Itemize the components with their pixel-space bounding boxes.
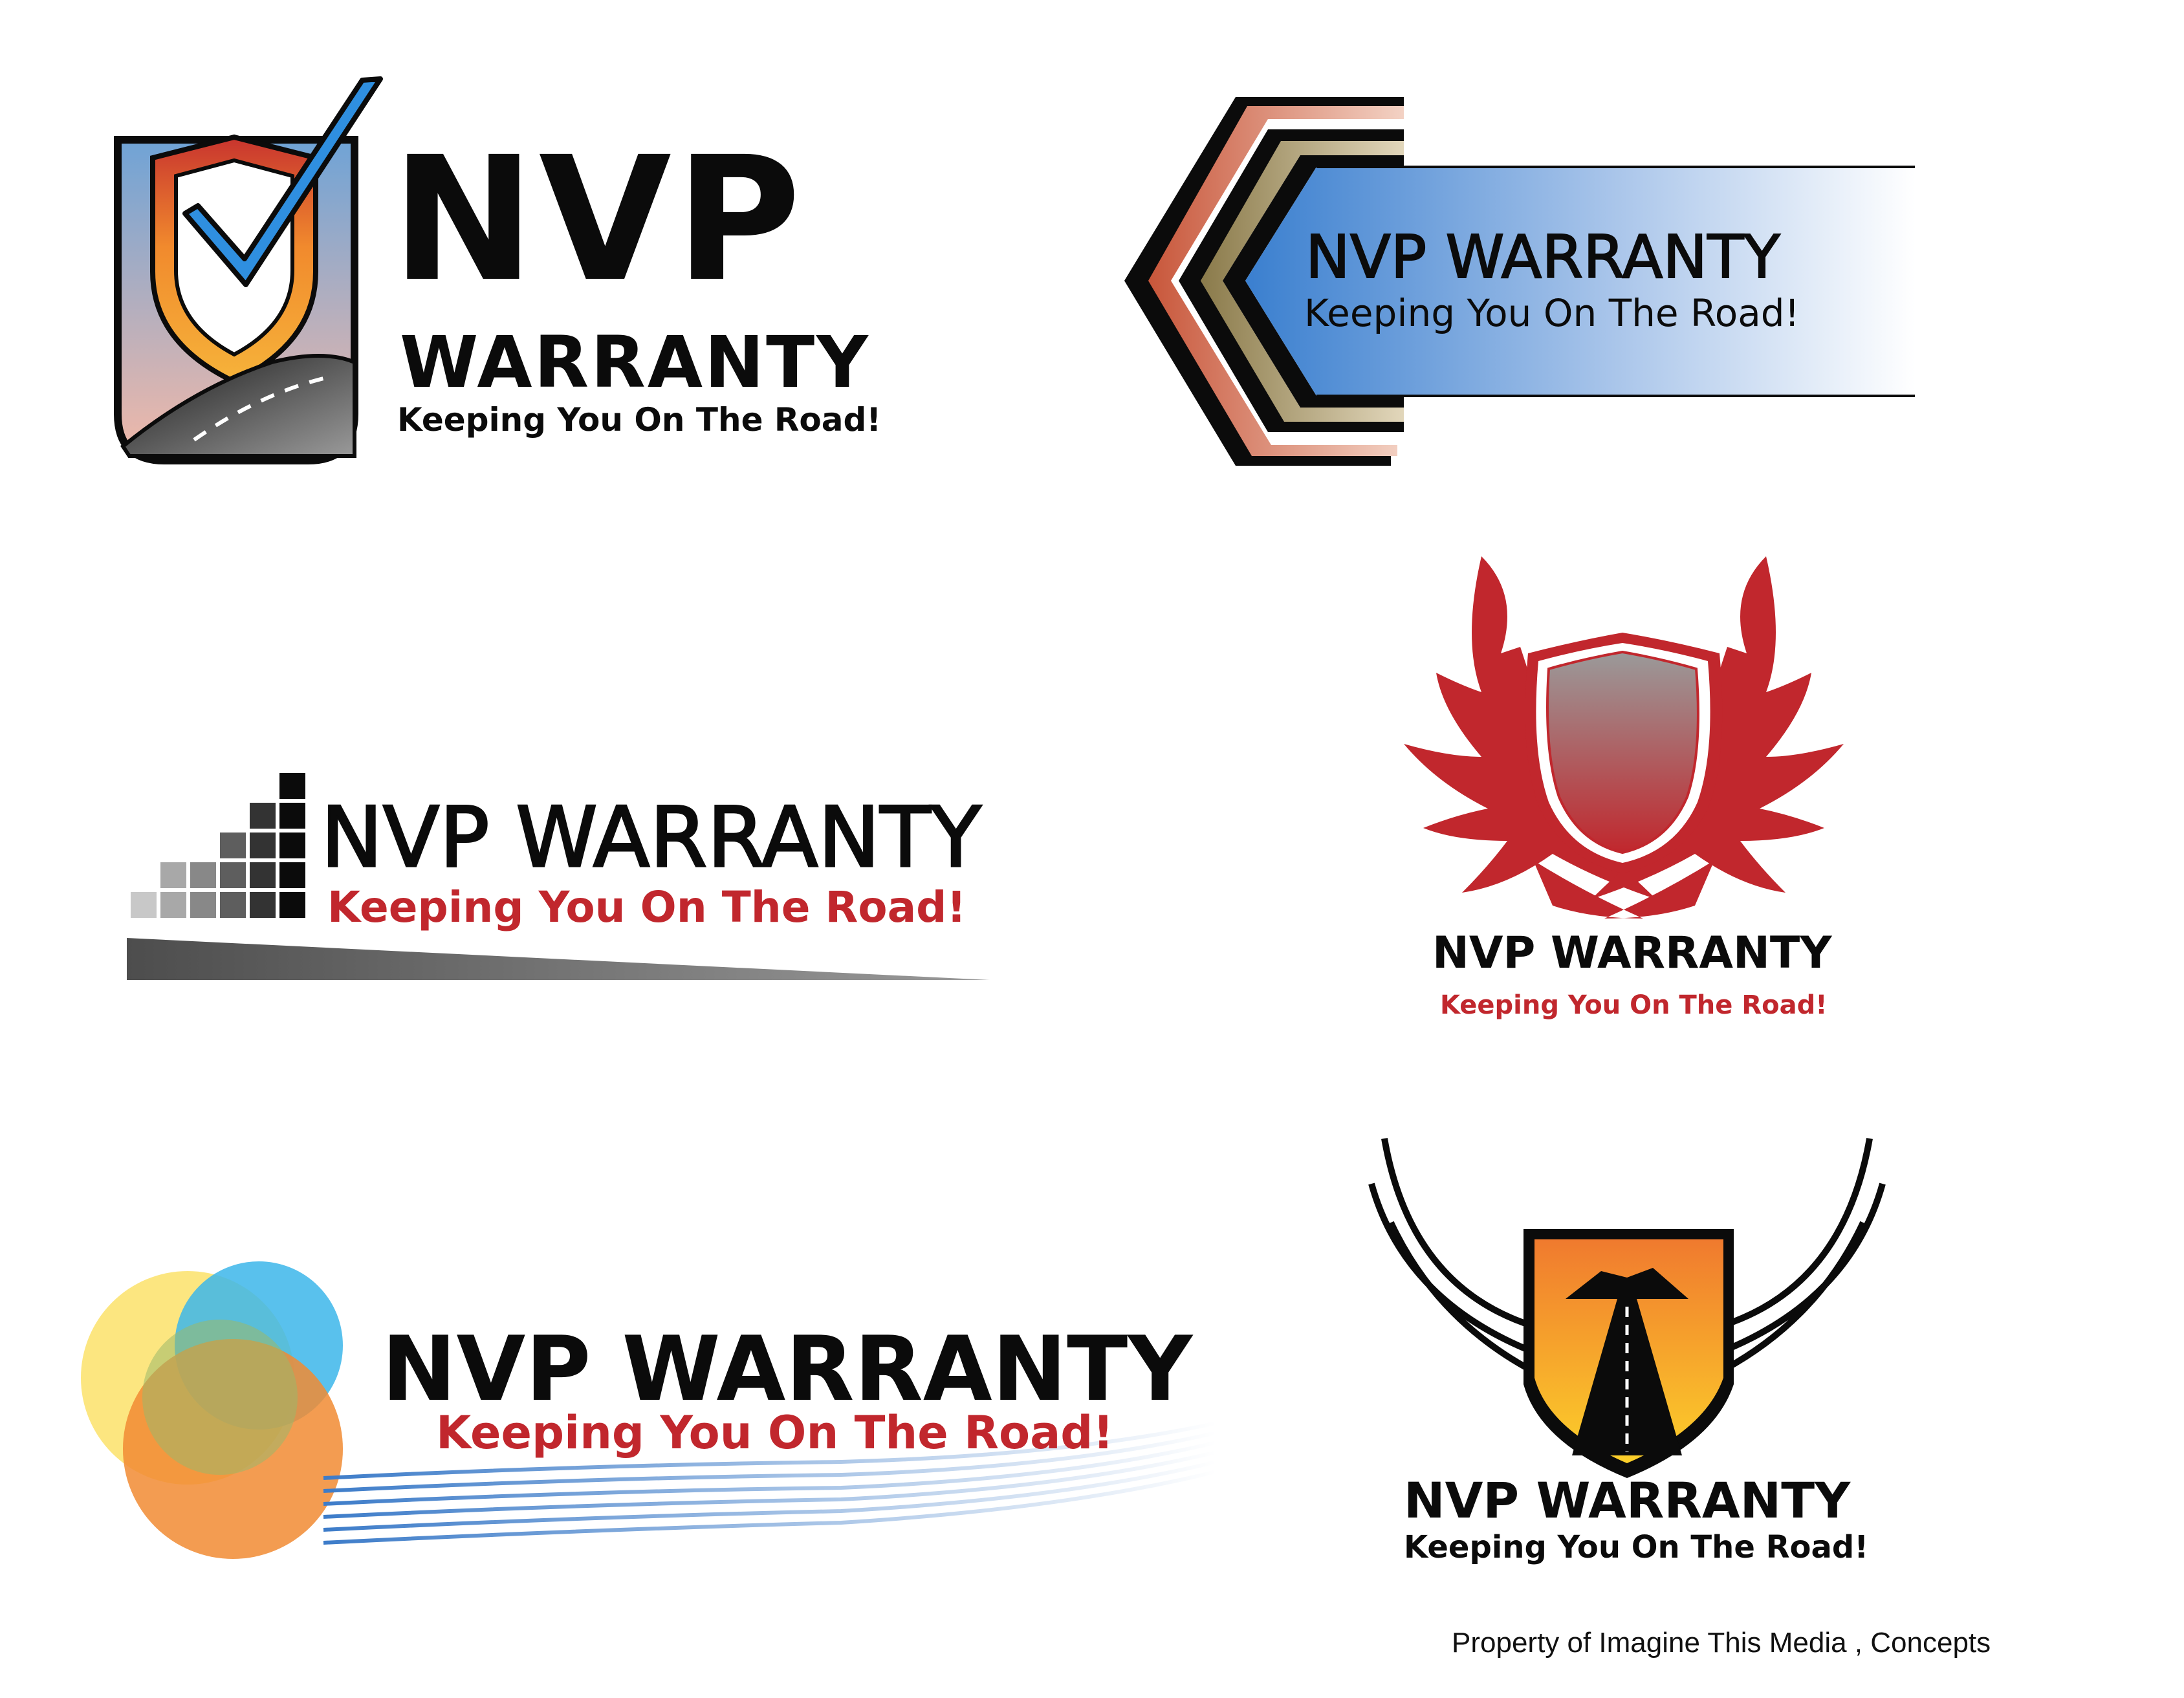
logo1-brand: NVP bbox=[391, 120, 805, 320]
grid-block bbox=[220, 892, 246, 918]
logo2-tagline: Keeping You On The Road! bbox=[1304, 291, 1800, 335]
road-icon-2 bbox=[1572, 1299, 1682, 1455]
logo2-brand: NVP WARRANTY bbox=[1305, 223, 1781, 292]
grid-block bbox=[279, 833, 305, 858]
logo4-brand: NVP WARRANTY bbox=[1432, 928, 1832, 979]
mountain-icon bbox=[1566, 1268, 1688, 1299]
grid-block bbox=[250, 803, 276, 829]
blocks-road-emblem bbox=[127, 773, 990, 980]
shield-check-emblem bbox=[114, 76, 383, 464]
grid-block bbox=[160, 892, 186, 918]
logo6-brand: NVP WARRANTY bbox=[1404, 1472, 1851, 1529]
grid-block bbox=[160, 862, 186, 888]
grid-block bbox=[279, 803, 305, 829]
circles-waves-emblem bbox=[81, 1261, 1217, 1559]
grid-block bbox=[131, 892, 157, 918]
logo1-line2: WARRANTY bbox=[400, 321, 870, 404]
winged-shield-emblem bbox=[1404, 556, 1844, 919]
chevron-outer bbox=[1124, 97, 1404, 466]
grid-block bbox=[279, 892, 305, 918]
road-icon bbox=[120, 354, 356, 458]
logo5-tagline: Keeping You On The Road! bbox=[436, 1406, 1114, 1459]
crossed-tails bbox=[1533, 860, 1714, 919]
grid-block bbox=[220, 862, 246, 888]
logo5-brand: NVP WARRANTY bbox=[382, 1317, 1193, 1421]
grid-block bbox=[250, 892, 276, 918]
road-emblem bbox=[1368, 1138, 1886, 1478]
grid-block bbox=[279, 773, 305, 799]
road-wedge bbox=[127, 938, 990, 980]
logo3-tagline: Keeping You On The Road! bbox=[327, 882, 966, 932]
block-grid bbox=[131, 773, 305, 918]
wave-lines bbox=[323, 1421, 1217, 1545]
black-wing-arcs bbox=[1368, 1138, 1886, 1375]
grid-block bbox=[250, 833, 276, 858]
logo1-tagline: Keeping You On The Road! bbox=[397, 401, 882, 439]
banner-gradient bbox=[1245, 167, 1915, 396]
center-circle bbox=[142, 1320, 298, 1475]
logo4-tagline: Keeping You On The Road! bbox=[1440, 990, 1828, 1020]
logo6-tagline: Keeping You On The Road! bbox=[1404, 1529, 1869, 1565]
logo3-brand: NVP WARRANTY bbox=[320, 790, 983, 886]
grid-block bbox=[279, 862, 305, 888]
grid-block bbox=[220, 833, 246, 858]
chevron-banner-emblem bbox=[1124, 97, 1915, 466]
footer-credit: Property of Imagine This Media , Concept… bbox=[1452, 1627, 1991, 1659]
grid-block bbox=[190, 862, 216, 888]
grid-block bbox=[250, 862, 276, 888]
checkmark-icon bbox=[182, 76, 383, 287]
grid-block bbox=[190, 892, 216, 918]
